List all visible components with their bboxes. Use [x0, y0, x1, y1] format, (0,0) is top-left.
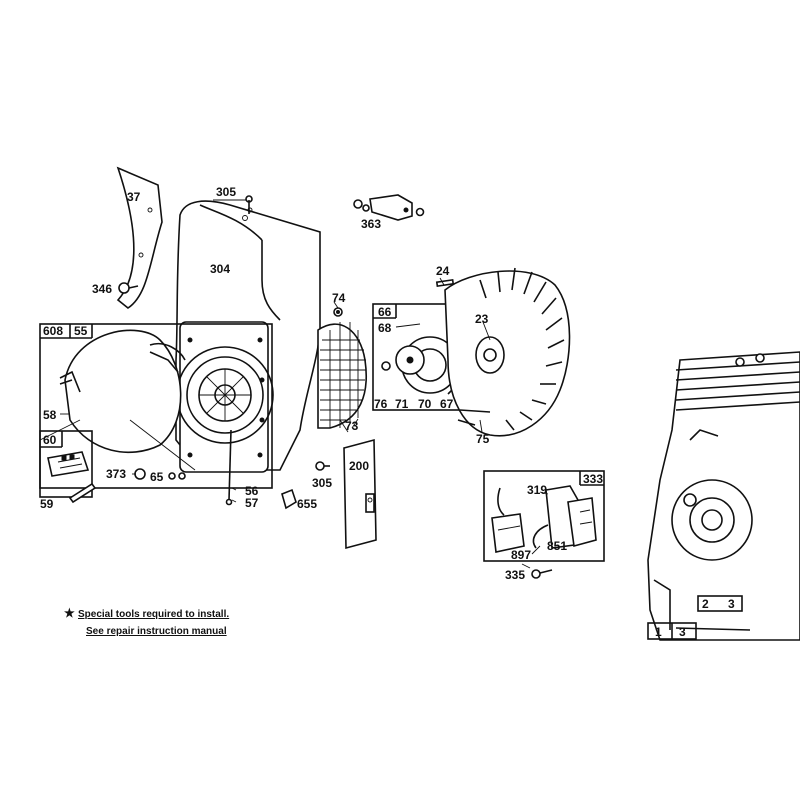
- label-608: 608: [43, 324, 63, 338]
- part-37-shroud-baffle: [116, 166, 163, 309]
- part-305-screw-top: [245, 195, 253, 214]
- inset-333-ignition-module: [483, 470, 605, 562]
- part-23-flywheel: [444, 267, 571, 437]
- part-24-key: [435, 279, 455, 287]
- label-71: 71: [395, 397, 409, 411]
- label-3-lower: 3: [679, 625, 686, 639]
- label-65: 65: [150, 470, 164, 484]
- label-373: 373: [106, 467, 126, 481]
- label-2: 2: [702, 597, 709, 611]
- inset-60-rope-handle: [39, 430, 93, 498]
- label-60: 60: [43, 433, 57, 447]
- footnote-line-1: Special tools required to install.: [78, 609, 229, 620]
- part-346-screw: [118, 282, 139, 294]
- label-851: 851: [547, 539, 567, 553]
- label-56: 56: [245, 484, 259, 498]
- label-67: 67: [440, 397, 454, 411]
- label-1: 1: [655, 625, 662, 639]
- label-66: 66: [378, 305, 392, 319]
- part-74-nut: [333, 307, 343, 317]
- label-74: 74: [332, 291, 346, 305]
- footnote-line-2: See repair instruction manual: [86, 626, 227, 637]
- part-363-bracket: [353, 194, 425, 221]
- label-73: 73: [345, 419, 359, 433]
- part-number-labels: 37 305 304 346 363 24 74 66 68 23 608 55…: [40, 185, 735, 639]
- label-59: 59: [40, 497, 54, 511]
- part-305-screw-lower: [315, 461, 330, 471]
- engine-block: [647, 351, 800, 641]
- label-305-lower: 305: [312, 476, 332, 490]
- label-75: 75: [476, 432, 490, 446]
- leader-lines: [60, 199, 549, 569]
- footnote-star: ★: [64, 606, 75, 620]
- inset-66-clutch-assembly: [372, 303, 466, 411]
- label-58: 58: [43, 408, 57, 422]
- engine-reference-boxes: [647, 595, 743, 640]
- label-76: 76: [374, 397, 388, 411]
- label-305-top: 305: [216, 185, 236, 199]
- inset-608-starter-cover: [39, 323, 273, 489]
- label-319: 319: [527, 483, 547, 497]
- label-333: 333: [583, 472, 603, 486]
- part-335-screw: [531, 569, 553, 579]
- label-655: 655: [297, 497, 317, 511]
- label-304: 304: [210, 262, 230, 276]
- label-23: 23: [475, 312, 489, 326]
- label-897: 897: [511, 548, 531, 562]
- part-73-rotating-screen: [317, 322, 367, 433]
- label-37: 37: [127, 190, 141, 204]
- part-655-clip: [281, 488, 297, 510]
- label-55: 55: [74, 324, 88, 338]
- label-57: 57: [245, 496, 259, 510]
- part-200-plate: [343, 438, 377, 550]
- label-3-upper: 3: [728, 597, 735, 611]
- footnote: ★ Special tools required to install. See…: [64, 606, 229, 637]
- label-70: 70: [418, 397, 432, 411]
- rewind-starter-assembly: [176, 321, 274, 506]
- label-24: 24: [436, 264, 450, 278]
- part-59-pin: [68, 482, 97, 504]
- label-363: 363: [361, 217, 381, 231]
- label-346: 346: [92, 282, 112, 296]
- label-68: 68: [378, 321, 392, 335]
- label-200: 200: [349, 459, 369, 473]
- label-335: 335: [505, 568, 525, 582]
